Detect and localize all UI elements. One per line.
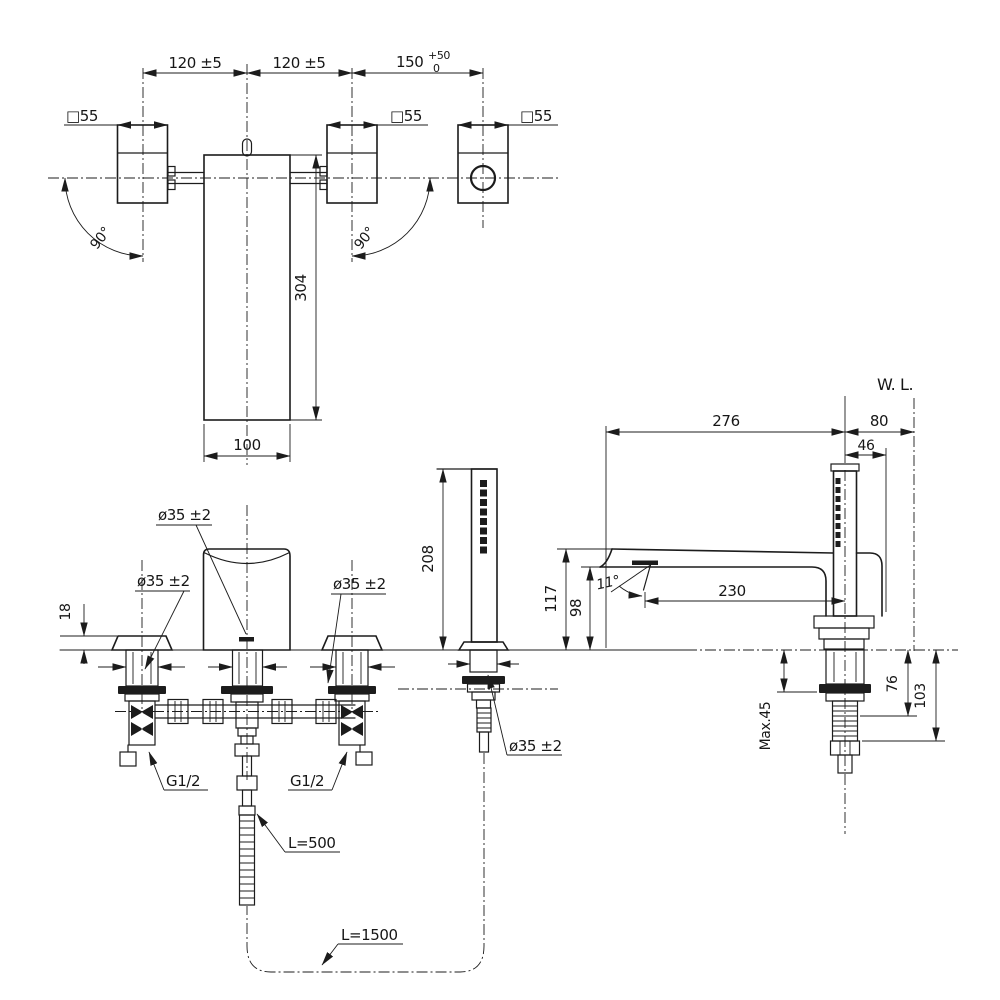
shower-tail <box>478 731 490 753</box>
left-mounting-nut <box>118 686 166 694</box>
shower-hose-path <box>246 753 485 973</box>
angle-arc <box>618 585 643 599</box>
left-valve-detail <box>131 705 153 736</box>
right-rod-joint <box>319 179 328 191</box>
front-view: 208 ø35 ±2 ø35 ±2 ø35 ±2 ø35 ±2 18 G1/2 … <box>58 468 562 973</box>
shower-hose-label: L=1500 <box>341 926 398 944</box>
supply-hose-braid <box>238 814 256 906</box>
hole-center-label: ø35 ±2 <box>158 506 211 524</box>
left-rod-joint <box>167 165 176 177</box>
hose-collar <box>238 805 256 816</box>
dim-shower-offset-tol-down: 0 <box>433 62 440 75</box>
dim-holder-depth-label: 46 <box>857 438 875 454</box>
shower-washer <box>466 683 501 693</box>
hole-right-label: ø35 ±2 <box>333 575 386 593</box>
dim-height-body-label: 117 <box>542 585 560 612</box>
label-leader <box>487 674 508 756</box>
water-level-label: W. L. <box>877 375 913 394</box>
spout-top-dish <box>204 552 290 565</box>
label-leader <box>321 943 339 966</box>
dim-outlet-reach-label: 230 <box>718 582 745 600</box>
shower-adapter <box>475 699 492 709</box>
thread-hatch <box>832 705 858 737</box>
shower-holder-hole <box>469 164 497 192</box>
square-label-left: □55 <box>66 107 98 125</box>
spout-underside <box>599 566 827 617</box>
hose-tube <box>241 789 253 807</box>
spout-body-top <box>203 154 291 421</box>
label-leader <box>256 813 286 853</box>
side-view: W. L. 11° <box>542 375 958 834</box>
thread-left-label: G1/2 <box>166 772 200 790</box>
dim-below-deck-2-label: 103 <box>913 683 929 709</box>
rotation-arc-right <box>351 177 434 260</box>
label-leader <box>195 524 247 635</box>
spout-top-edge <box>611 548 834 554</box>
right-valve-detail <box>341 705 363 736</box>
label-leader <box>148 751 165 791</box>
label-leader <box>331 751 348 791</box>
angle-reference-line <box>610 564 651 593</box>
dim-spout-length-label: 304 <box>292 274 310 301</box>
left-rod-joint <box>167 179 176 191</box>
right-mounting-nut <box>328 686 376 694</box>
rotation-label-right: 90° <box>351 224 378 252</box>
label-leader <box>144 590 185 670</box>
spout-mounting-nut <box>221 686 273 694</box>
side-mounting-nut <box>819 684 871 693</box>
dim-shower-height-label: 208 <box>419 545 437 572</box>
dim-outlet-angle-label: 11° <box>595 573 621 594</box>
dim-spout-width-label: 100 <box>233 436 260 454</box>
dim-wall-offset-label: 80 <box>870 412 888 430</box>
braid-hatch <box>240 820 254 899</box>
shower-adapter <box>471 691 496 701</box>
hole-shower-label: ø35 ±2 <box>509 737 562 755</box>
spout-hole-mark <box>239 637 254 642</box>
diverter-knob <box>241 138 253 157</box>
holder-escutcheon <box>813 615 875 629</box>
shower-flange <box>457 641 510 651</box>
spray-face-dots <box>480 480 487 554</box>
outlet-slot <box>632 560 658 565</box>
dim-below-deck-1-label: 76 <box>885 675 901 693</box>
dim-flange-height-label: 18 <box>58 603 74 620</box>
dim-handle-spacing-left-label: 120 ±5 <box>168 54 221 72</box>
pipe-unions <box>167 698 337 725</box>
hole-left-label: ø35 ±2 <box>137 572 190 590</box>
thread-hatch <box>477 712 491 729</box>
shower-shank <box>469 649 498 673</box>
spout-shank <box>231 649 264 687</box>
holder-escutcheon <box>818 627 870 640</box>
spout-body-front <box>202 548 291 651</box>
left-valve-body <box>128 700 156 746</box>
right-hose-elbow <box>355 751 373 766</box>
dim-shower-offset-tol-up: +50 <box>428 49 450 62</box>
label-leader <box>326 593 342 684</box>
rotation-arc-left <box>61 177 144 260</box>
square-label-shower: □55 <box>520 107 552 125</box>
thread-right-label: G1/2 <box>290 772 324 790</box>
side-tail-tube <box>837 754 853 774</box>
left-handle-square <box>116 124 169 204</box>
shower-cap-side <box>830 463 860 472</box>
left-hose-elbow <box>119 751 137 767</box>
spray-face-dots-side <box>835 478 841 547</box>
holder-base <box>823 638 865 650</box>
dim-handle-spacing-right-label: 120 ±5 <box>272 54 325 72</box>
dim-shower-offset-label: 150 <box>396 53 423 71</box>
right-rod-joint <box>319 165 328 177</box>
supply-hose-label: L=500 <box>288 834 336 852</box>
shower-holder-side <box>855 552 883 617</box>
square-label-right: □55 <box>390 107 422 125</box>
dim-body-reach-label: 276 <box>712 412 739 430</box>
outlet-vane <box>642 564 652 591</box>
shower-mounting-nut <box>462 676 505 684</box>
dim-max-deck-label: Max.45 <box>758 702 774 751</box>
dim-height-outlet-label: 98 <box>567 599 585 617</box>
top-view: 120 ±5 120 ±5 150 +50 0 □55 □55 □55 90° … <box>48 49 560 465</box>
right-valve-body <box>338 700 366 746</box>
